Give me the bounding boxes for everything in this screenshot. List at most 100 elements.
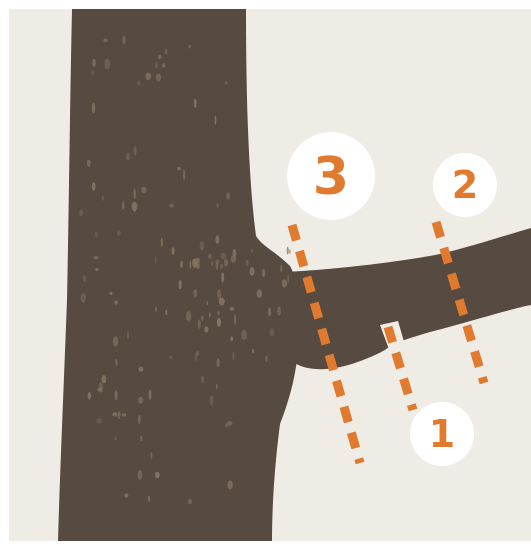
bark-speckle [201, 376, 204, 384]
bark-speckle [186, 311, 191, 322]
bark-speckle [230, 307, 235, 311]
bark-speckle [252, 349, 254, 354]
bark-speckle [190, 260, 192, 269]
bark-speckle [215, 259, 220, 263]
bark-speckle [287, 247, 289, 255]
bark-speckle [251, 249, 253, 253]
bark-speckle [97, 418, 103, 423]
bark-speckle [227, 421, 233, 426]
bark-speckle [122, 201, 125, 210]
bark-speckle [209, 395, 213, 405]
bark-speckle [81, 293, 86, 303]
bark-speckle [79, 209, 83, 216]
bark-speckle [232, 352, 234, 360]
cut-badge-3: 3 [287, 132, 375, 220]
bark-speckle [149, 390, 152, 400]
bark-speckle [145, 73, 151, 80]
bark-speckle [141, 187, 146, 194]
bark-speckle [92, 70, 94, 75]
bark-speckle [241, 330, 247, 340]
bark-speckle [287, 275, 289, 284]
bark-speckle [139, 367, 144, 372]
bark-speckle [193, 289, 197, 297]
bark-speckle [161, 237, 163, 247]
bark-speckle [137, 81, 141, 86]
bark-speckle [226, 193, 230, 200]
bark-speckle [280, 265, 282, 272]
bark-speckle [114, 437, 116, 440]
bark-speckle [200, 241, 205, 250]
bark-speckle [95, 268, 98, 271]
bark-speckle [180, 261, 183, 268]
bark-speckle [113, 412, 118, 417]
bark-speckle [158, 55, 161, 59]
bark-speckle [115, 301, 118, 305]
bark-speckle [209, 313, 211, 318]
bark-speckle [206, 301, 208, 305]
bark-speckle [246, 260, 249, 267]
bark-speckle [117, 230, 121, 236]
bark-speckle [118, 411, 121, 419]
bark-speckle [217, 358, 220, 367]
bark-speckle [102, 375, 107, 383]
bark-speckle [169, 204, 173, 208]
bark-speckle [277, 306, 281, 315]
bark-speckle [268, 307, 271, 316]
bark-speckle [148, 496, 150, 502]
bark-speckle [87, 160, 91, 167]
cut-label-3: 3 [313, 147, 349, 207]
bark-speckle [250, 267, 255, 276]
bark-speckle [217, 318, 221, 327]
bark-speckle [216, 384, 218, 390]
bark-speckle [127, 331, 129, 339]
bark-speckle [83, 275, 87, 282]
bark-speckle [215, 235, 219, 244]
bark-speckle [195, 261, 200, 269]
bark-speckle [124, 493, 128, 497]
bark-speckle [94, 256, 99, 260]
bark-speckle [178, 167, 181, 171]
bark-speckle [221, 272, 224, 282]
bark-speckle [198, 319, 201, 328]
bark-speckle [162, 63, 166, 67]
bark-speckle [179, 280, 182, 290]
bark-speckle [126, 153, 130, 161]
bark-speckle [103, 39, 107, 43]
bark-speckle [99, 382, 103, 393]
bark-speckle [110, 292, 113, 295]
bark-speckle [150, 452, 152, 459]
bark-speckle [155, 62, 158, 69]
bark-speckle [134, 146, 137, 155]
bark-speckle [262, 269, 265, 278]
bark-speckle [92, 59, 95, 67]
bark-speckle [220, 264, 223, 269]
bark-speckle [204, 326, 208, 332]
bark-speckle [155, 472, 160, 479]
bark-speckle [232, 249, 236, 258]
bark-speckle [88, 392, 92, 399]
bark-speckle [172, 247, 175, 254]
bark-speckle [195, 352, 197, 362]
bark-speckle [140, 436, 142, 442]
bark-speckle [225, 81, 228, 85]
bark-speckle [138, 415, 140, 424]
bark-speckle [224, 259, 228, 267]
bark-speckle [183, 169, 185, 180]
bark-speckle [215, 115, 217, 125]
cut-badge-1: 1 [410, 402, 474, 466]
bark-speckle [270, 328, 275, 336]
bark-speckle [92, 103, 95, 113]
bark-speckle [201, 316, 203, 321]
bark-speckle [155, 256, 157, 264]
bark-speckle [132, 202, 138, 212]
bark-speckle [217, 289, 221, 299]
bark-speckle [104, 59, 110, 70]
bark-speckle [156, 74, 161, 82]
bark-speckle [165, 309, 167, 315]
bark-speckle [289, 249, 291, 254]
bark-speckle [95, 231, 98, 237]
bark-speckle [92, 182, 96, 190]
bark-speckle [218, 311, 220, 315]
